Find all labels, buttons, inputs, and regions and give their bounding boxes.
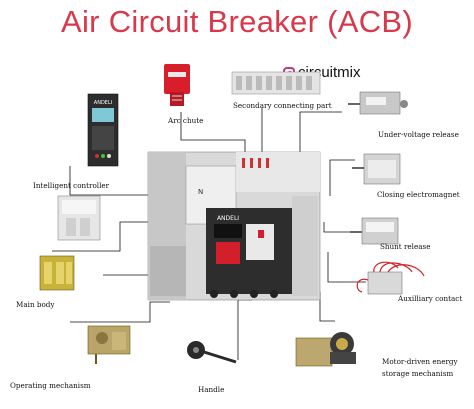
- label-main-body: Main body: [16, 300, 55, 309]
- label-secondary-connecting-part: Secondary connecting part: [233, 101, 332, 110]
- label-intelligent-controller: Intelligent controller: [33, 181, 110, 190]
- label-handle: Handle: [198, 385, 225, 394]
- breaker-brand-text: ANDELI: [217, 215, 239, 222]
- label-under-voltage-release: Under-voltage release: [378, 130, 459, 139]
- shunt-release-part: [350, 217, 399, 245]
- operating-mechanism-part: [87, 325, 131, 364]
- intelligent-controller-part: [87, 93, 119, 167]
- label-arc-chute: Arc chute: [168, 116, 204, 125]
- main-body-part: [57, 195, 101, 241]
- diagram-title: Air Circuit Breaker (ACB): [61, 4, 413, 39]
- arc-chute-part: [164, 64, 190, 106]
- controller-brand-text: ANDELI: [94, 100, 112, 106]
- contact-unit-part: [39, 255, 75, 291]
- label-shunt-release: Shunt release: [380, 242, 431, 251]
- closing-electromagnet-part: [352, 153, 401, 185]
- breaker-assembly: [147, 151, 321, 301]
- label-closing-electromagnet: Closing electromagnet: [377, 190, 460, 199]
- auxiliary-contact-part: [356, 261, 425, 295]
- secondary-connecting-part: [231, 71, 321, 95]
- phase-marker-text: N: [198, 188, 203, 196]
- label-auxiliary-contact: Auxilliary contact: [398, 294, 463, 303]
- motor-storage-part: [295, 332, 356, 367]
- label-operating-mechanism: Operating mechanism: [10, 381, 91, 390]
- under-voltage-release-part: [348, 91, 408, 115]
- handle-part: [187, 341, 237, 364]
- label-motor-driven-storage: Motor-driven energy storage mechanism: [382, 357, 458, 378]
